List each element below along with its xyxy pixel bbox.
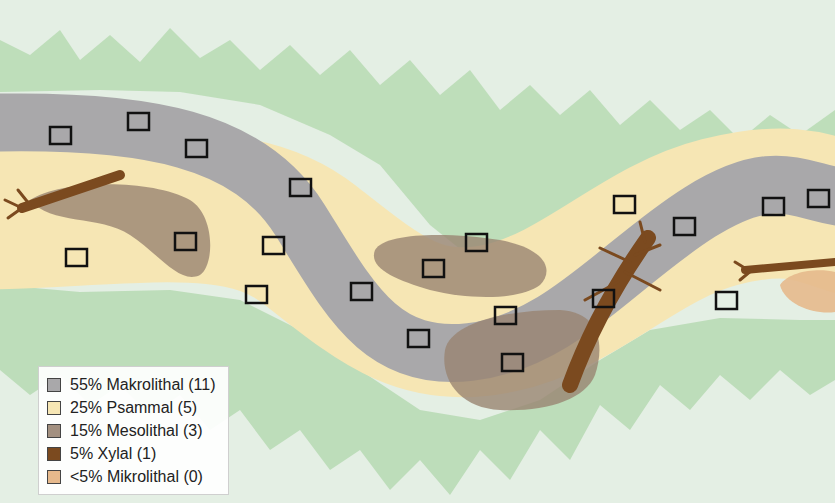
makrolithal-channel: [0, 122, 835, 353]
legend-text: 5% Xylal (1): [70, 445, 156, 463]
legend-text: 15% Mesolithal (3): [70, 422, 203, 440]
legend-item: <5% Mikrolithal (0): [47, 465, 216, 488]
legend-item: 15% Mesolithal (3): [47, 419, 216, 442]
legend-item: 55% Makrolithal (11): [47, 373, 216, 396]
mesolithal-patches: [30, 184, 599, 410]
legend-swatch: [47, 378, 61, 392]
sampling-squares: [50, 113, 829, 371]
legend-swatch: [47, 401, 61, 415]
xylal-wood: [5, 175, 835, 385]
legend-swatch: [47, 447, 61, 461]
mikrolithal-patch: [780, 270, 835, 312]
legend: 55% Makrolithal (11) 25% Psammal (5) 15% M…: [38, 366, 229, 495]
legend-item: 25% Psammal (5): [47, 396, 216, 419]
legend-swatch: [47, 424, 61, 438]
legend-swatch: [47, 470, 61, 484]
legend-text: <5% Mikrolithal (0): [70, 468, 203, 486]
legend-text: 25% Psammal (5): [70, 399, 197, 417]
legend-item: 5% Xylal (1): [47, 442, 216, 465]
legend-text: 55% Makrolithal (11): [70, 376, 216, 394]
